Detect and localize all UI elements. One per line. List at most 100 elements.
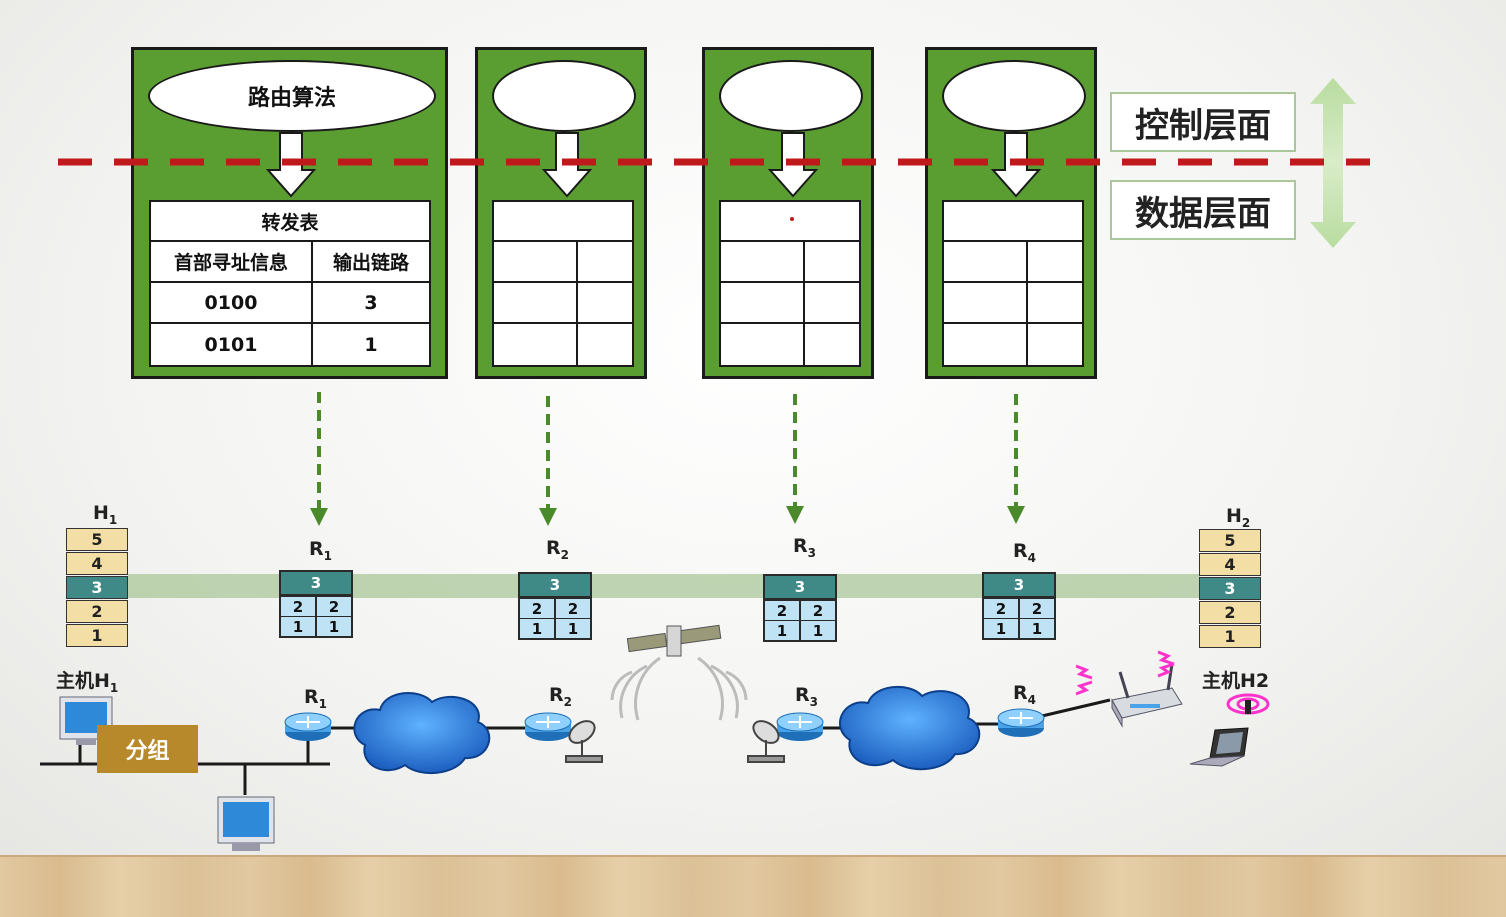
layer-cell: 1 xyxy=(317,616,351,636)
router-box-1: 路由算法 转发表 首部寻址信息 输出链路 0100 3 0101 1 xyxy=(131,47,448,379)
layer-3: 3 xyxy=(1199,577,1261,600)
router-box-3 xyxy=(702,47,874,379)
background-floor xyxy=(0,855,1506,917)
wireless-access-point-icon xyxy=(1111,663,1183,728)
layer-2: 2 xyxy=(66,600,128,623)
router-icon-2 xyxy=(524,712,572,741)
router-r4-network-label: R4 xyxy=(1013,682,1036,707)
table-row xyxy=(494,242,632,283)
router-r1-network-label: R1 xyxy=(304,686,327,711)
table-row xyxy=(494,283,632,324)
router-icon-3 xyxy=(776,712,824,741)
router-r3-network-label: R3 xyxy=(795,684,818,709)
layer-1: 1 xyxy=(66,624,128,647)
router-box-4 xyxy=(925,47,1097,379)
forwarding-table: 转发表 首部寻址信息 输出链路 0100 3 0101 1 xyxy=(149,200,431,367)
router-r2-network-label: R2 xyxy=(549,684,572,709)
header-output-link: 输出链路 xyxy=(332,252,409,274)
satellite-dish-icon-1 xyxy=(565,720,603,763)
host-h2-label: H2 xyxy=(1226,505,1251,530)
table-row xyxy=(944,242,1082,283)
control-plane-label: 控制层面 xyxy=(1110,92,1296,152)
host-h2-device-label: 主机H2 xyxy=(1202,670,1270,692)
plane-arrow-icon xyxy=(1310,78,1356,248)
layer-cell: 2 xyxy=(281,596,317,616)
cloud-icon-2 xyxy=(839,685,981,771)
layer-cell: 2 xyxy=(801,600,835,620)
router-layer-3: 3 xyxy=(765,576,835,600)
table-row: 0101 1 xyxy=(151,324,429,365)
layer-cell: 2 xyxy=(556,598,590,618)
layer-cell: 1 xyxy=(1020,618,1054,638)
layer-2: 2 xyxy=(1199,601,1261,624)
layer-5: 5 xyxy=(1199,529,1261,552)
table-row xyxy=(944,324,1082,365)
table-row xyxy=(494,324,632,365)
router-icon-1 xyxy=(284,712,332,741)
router-r2-label: R2 xyxy=(546,537,569,562)
table-cell: 0101 xyxy=(151,324,313,365)
router-r4-label: R4 xyxy=(1013,540,1036,565)
router-r3-label: R3 xyxy=(793,535,816,560)
host-h1-device-label: 主机H1 xyxy=(56,670,119,695)
data-plane-label: 数据层面 xyxy=(1110,180,1296,240)
layer-cell: 1 xyxy=(556,618,590,638)
table-cell: 0100 xyxy=(151,283,313,322)
host-h2-protocol-stack: 5 4 3 2 1 xyxy=(1199,529,1261,649)
router-layer-3: 3 xyxy=(520,574,590,598)
layer-cell: 1 xyxy=(281,616,317,636)
signal-waves xyxy=(610,656,748,721)
routing-algorithm-ellipse: 路由算法 xyxy=(148,60,436,132)
forwarding-table xyxy=(492,200,634,367)
layer-1: 1 xyxy=(1199,625,1261,648)
layer-cell: 2 xyxy=(984,598,1020,618)
computer-icon-2 xyxy=(217,796,275,851)
forwarding-table xyxy=(942,200,1084,367)
table-row xyxy=(944,283,1082,324)
arrowhead-r2 xyxy=(539,508,557,526)
arrowhead-r1 xyxy=(310,508,328,526)
layer-cell: 2 xyxy=(317,596,351,616)
table-row xyxy=(721,242,859,283)
layer-cell: 2 xyxy=(1020,598,1054,618)
router-icon-4 xyxy=(997,708,1045,737)
laptop-icon xyxy=(1189,727,1249,767)
satellite-dish-icon-2 xyxy=(747,720,785,763)
routing-algorithm-ellipse xyxy=(492,60,636,132)
header-address-info: 首部寻址信息 xyxy=(151,242,313,281)
arrowhead-r3 xyxy=(786,506,804,524)
table-cell: 1 xyxy=(364,333,378,356)
router-layer-3: 3 xyxy=(281,572,351,596)
forwarding-table-title xyxy=(494,202,632,242)
forwarding-table-header: 首部寻址信息 输出链路 xyxy=(151,242,429,283)
packet-label: 分组 xyxy=(97,725,198,773)
router-r1-label: R1 xyxy=(309,538,332,563)
router-layer-3: 3 xyxy=(984,574,1054,598)
satellite-icon xyxy=(626,624,722,657)
layer-4: 4 xyxy=(66,552,128,575)
forwarding-table-title xyxy=(721,202,859,242)
layer-cell: 2 xyxy=(520,598,556,618)
antenna-icon xyxy=(1245,700,1251,714)
layer-3: 3 xyxy=(66,576,128,599)
arrowhead-r4 xyxy=(1007,506,1025,524)
host-h1-protocol-stack: 5 4 3 2 1 xyxy=(66,528,128,648)
host-h1-label: H1 xyxy=(93,502,118,527)
layer-4: 4 xyxy=(1199,553,1261,576)
table-row xyxy=(721,324,859,365)
routing-algorithm-ellipse xyxy=(942,60,1086,132)
layer-cell: 1 xyxy=(801,620,835,640)
layer-cell: 1 xyxy=(520,618,556,638)
cloud-icon-1 xyxy=(353,691,491,775)
layer-cell: 1 xyxy=(984,618,1020,638)
